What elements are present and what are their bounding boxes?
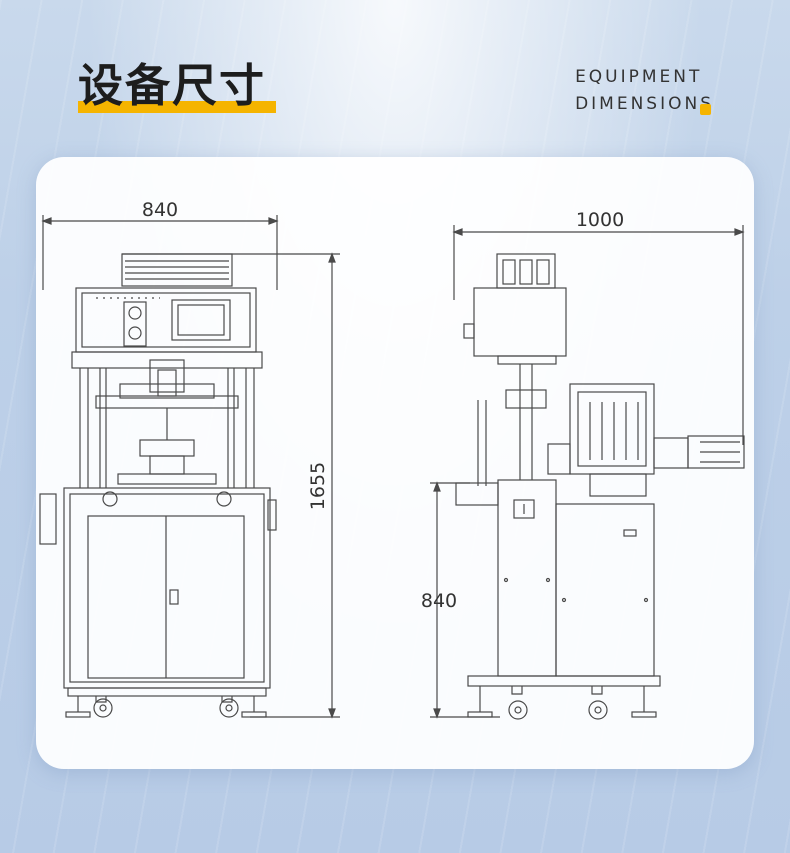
front-view: 840 1655 bbox=[39, 199, 340, 719]
front-height-dimension: 1655 bbox=[122, 252, 340, 719]
front-vent-box bbox=[121, 253, 233, 287]
front-height-label: 1655 bbox=[307, 462, 329, 510]
front-casters bbox=[65, 687, 267, 718]
subtitle-line-2: DIMENSIONS bbox=[575, 94, 714, 114]
side-casters bbox=[467, 675, 661, 720]
side-width-dimension: 1000 bbox=[452, 209, 745, 445]
side-cabinet bbox=[455, 479, 655, 677]
page-title: 设备尺寸 bbox=[78, 59, 267, 112]
side-width-label: 1000 bbox=[576, 209, 624, 231]
front-width-label: 840 bbox=[142, 199, 178, 221]
dimension-card bbox=[36, 157, 754, 769]
subtitle-line-1: EQUIPMENT bbox=[575, 67, 703, 87]
front-press-frame bbox=[71, 351, 263, 488]
front-control-panel bbox=[75, 287, 257, 353]
subtitle-accent-mark bbox=[700, 104, 711, 115]
side-height-label: 840 bbox=[421, 590, 457, 612]
page-subtitle: EQUIPMENT DIMENSIONS bbox=[575, 64, 714, 118]
side-view: 1000 840 bbox=[421, 209, 745, 720]
front-cabinet bbox=[39, 487, 277, 689]
side-heater-unit bbox=[547, 383, 745, 497]
front-width-dimension: 840 bbox=[41, 199, 279, 290]
side-top-unit bbox=[463, 253, 567, 486]
side-height-dimension: 840 bbox=[421, 481, 500, 719]
